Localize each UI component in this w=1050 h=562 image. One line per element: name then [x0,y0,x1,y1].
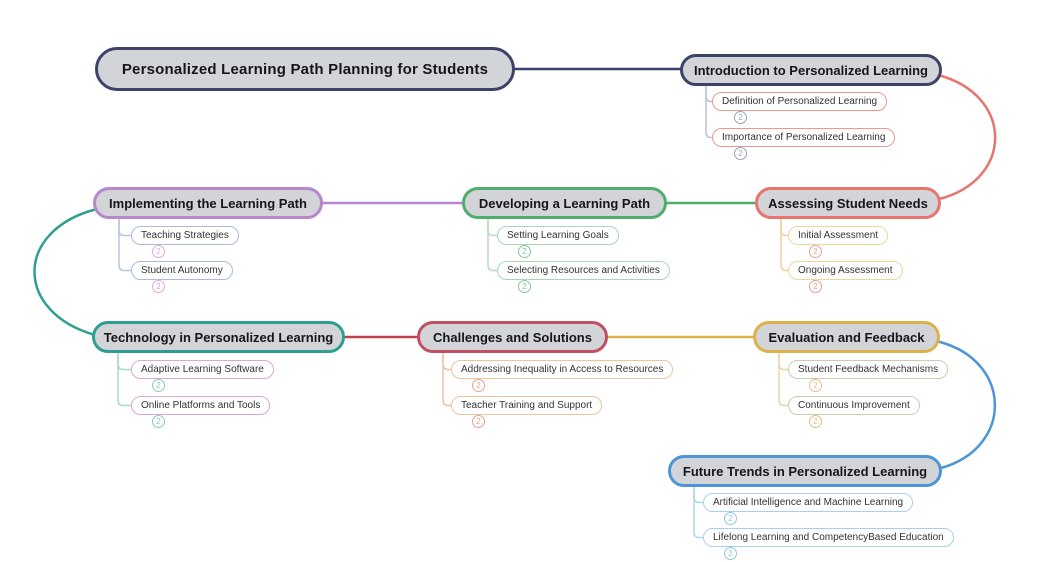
count-badge[interactable]: 2 [152,280,165,293]
count-badge[interactable]: 2 [734,147,747,160]
child-connector [442,352,452,371]
child-connector [118,218,132,272]
count-badge[interactable]: 2 [518,280,531,293]
child-node-inequality-access[interactable]: Addressing Inequality in Access to Resou… [451,360,674,379]
child-label: Student Autonomy [141,265,223,276]
child-node-student-autonomy[interactable]: Student Autonomy [131,261,233,280]
branch-label: Technology in Personalized Learning [103,329,334,345]
child-node-teaching-strategies[interactable]: Teaching Strategies [131,226,239,245]
branch-label: Assessing Student Needs [768,195,928,211]
child-connector [778,352,789,371]
link-evaluation-to-future-trends [938,340,997,470]
child-connector [487,218,498,272]
child-label: Teaching Strategies [141,230,229,241]
child-node-adaptive-software[interactable]: Adaptive Learning Software [131,360,274,379]
child-node-selecting-resources[interactable]: Selecting Resources and Activities [497,261,670,280]
count-badge[interactable]: 2 [472,379,485,392]
child-label: Student Feedback Mechanisms [798,364,939,375]
branch-label: Implementing the Learning Path [109,195,307,211]
child-connector [117,352,132,371]
count-badge[interactable]: 2 [809,245,822,258]
child-label: Addressing Inequality in Access to Resou… [461,364,664,375]
count-badge[interactable]: 2 [152,379,165,392]
child-connector [693,486,704,539]
child-node-continuous-improvement[interactable]: Continuous Improvement [788,396,920,415]
link-introduction-to-assessing [936,73,997,201]
child-label: Online Platforms and Tools [141,400,261,411]
child-connector [780,218,789,272]
child-label: Definition of Personalized Learning [722,96,878,107]
root-label: Personalized Learning Path Planning for … [121,60,489,78]
child-label: Ongoing Assessment [798,265,893,276]
branch-node-evaluation[interactable]: Evaluation and Feedback [753,321,940,353]
child-connector [117,352,132,407]
child-node-importance[interactable]: Importance of Personalized Learning [712,128,896,147]
child-label: Continuous Improvement [798,400,910,411]
branch-node-implementing[interactable]: Implementing the Learning Path [93,187,323,219]
branch-label: Evaluation and Feedback [768,329,925,345]
child-label: Initial Assessment [798,230,879,241]
child-node-online-platforms[interactable]: Online Platforms and Tools [131,396,271,415]
branch-label: Challenges and Solutions [433,329,592,345]
child-connector [487,218,498,237]
branch-node-technology[interactable]: Technology in Personalized Learning [92,321,345,353]
count-badge[interactable]: 2 [809,379,822,392]
count-badge[interactable]: 2 [152,415,165,428]
branch-node-introduction[interactable]: Introduction to Personalized Learning [680,54,942,86]
child-node-ai-ml[interactable]: Artificial Intelligence and Machine Lear… [703,493,914,512]
child-label: Teacher Training and Support [461,400,593,411]
link-implementing-to-technology [33,207,99,337]
child-connector [118,218,132,237]
child-label: Selecting Resources and Activities [507,265,660,276]
child-node-lifelong-learning[interactable]: Lifelong Learning and CompetencyBased Ed… [703,528,954,547]
child-node-definition[interactable]: Definition of Personalized Learning [712,92,888,111]
branch-node-future-trends[interactable]: Future Trends in Personalized Learning [668,455,942,487]
child-node-initial-assessment[interactable]: Initial Assessment [788,226,889,245]
count-badge[interactable]: 2 [152,245,165,258]
child-label: Artificial Intelligence and Machine Lear… [713,497,904,508]
child-connector [442,352,452,407]
child-connector [693,486,704,504]
child-connector [705,84,714,139]
branch-label: Future Trends in Personalized Learning [682,463,928,479]
child-label: Importance of Personalized Learning [722,132,886,143]
child-label: Adaptive Learning Software [141,364,264,375]
child-node-setting-goals[interactable]: Setting Learning Goals [497,226,619,245]
child-label: Lifelong Learning and CompetencyBased Ed… [713,532,944,543]
count-badge[interactable]: 2 [472,415,485,428]
count-badge[interactable]: 2 [809,280,822,293]
child-label: Setting Learning Goals [507,230,609,241]
root-node[interactable]: Personalized Learning Path Planning for … [95,47,515,91]
child-node-teacher-training[interactable]: Teacher Training and Support [451,396,603,415]
branch-node-assessing[interactable]: Assessing Student Needs [755,187,941,219]
child-connector [780,218,789,237]
count-badge[interactable]: 2 [809,415,822,428]
branch-node-challenges[interactable]: Challenges and Solutions [417,321,608,353]
branch-label: Developing a Learning Path [478,195,651,211]
count-badge[interactable]: 2 [724,547,737,560]
branch-label: Introduction to Personalized Learning [693,62,928,78]
count-badge[interactable]: 2 [734,111,747,124]
count-badge[interactable]: 2 [518,245,531,258]
branch-node-developing[interactable]: Developing a Learning Path [462,187,667,219]
child-node-ongoing-assessment[interactable]: Ongoing Assessment [788,261,903,280]
child-node-feedback-mechanisms[interactable]: Student Feedback Mechanisms [788,360,949,379]
child-connector [778,352,789,407]
count-badge[interactable]: 2 [724,512,737,525]
